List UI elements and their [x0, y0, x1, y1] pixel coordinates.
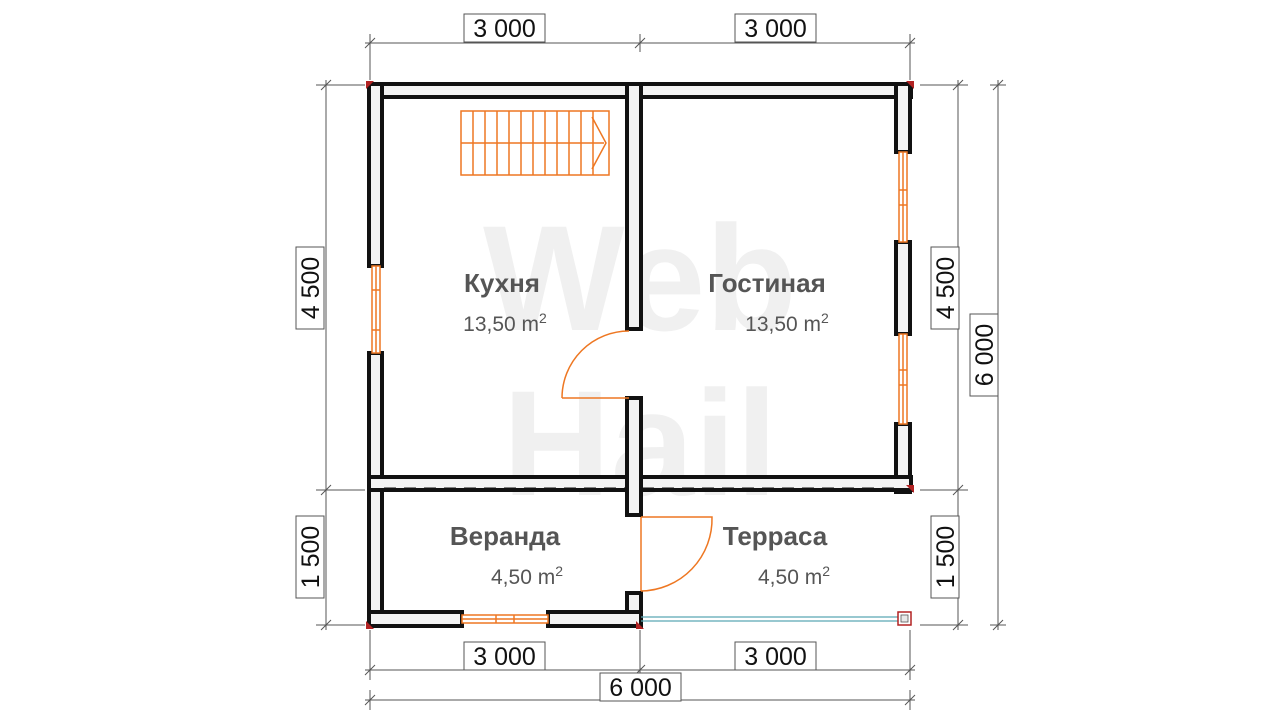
- room-area: 13,50 m2: [463, 310, 547, 336]
- dim-tick: [952, 79, 964, 91]
- room-terrace: Терраса 4,50 m2: [723, 521, 830, 589]
- dim-label-top-left: 3 000: [463, 13, 546, 43]
- room-veranda: Веранда 4,50 m2: [450, 521, 563, 589]
- windows: [371, 151, 908, 624]
- dim-tick: [364, 664, 376, 676]
- corner-markers: [366, 81, 914, 629]
- wall-bottom-right: [546, 610, 643, 628]
- dim-tick: [634, 37, 646, 49]
- dim-label-bottom-left: 3 000: [463, 641, 546, 671]
- svg-text:4 500: 4 500: [297, 257, 325, 320]
- terrace-railing: [641, 611, 912, 626]
- room-name: Гостиная: [708, 268, 826, 298]
- svg-text:1 500: 1 500: [932, 526, 960, 589]
- corner-marker: [906, 81, 914, 89]
- stair-arrow-head: [591, 116, 607, 170]
- svg-text:6 000: 6 000: [971, 324, 999, 387]
- dim-label-left-upper: 4 500: [295, 246, 325, 330]
- dim-label-bottom-total: 6 000: [599, 672, 682, 702]
- window-bottom: [461, 614, 549, 624]
- room-name: Веранда: [450, 521, 561, 551]
- wall-right-top: [894, 82, 912, 154]
- window-right-lower: [898, 333, 908, 425]
- room-living-room: Гостиная 13,50 m2: [708, 268, 829, 336]
- svg-text:3 000: 3 000: [744, 15, 807, 43]
- dim-tick: [992, 79, 1004, 91]
- wall-partition-upper: [625, 82, 643, 331]
- window-right-upper: [898, 151, 908, 243]
- dim-tick: [320, 484, 332, 496]
- svg-text:3 000: 3 000: [473, 15, 536, 43]
- dim-label-top-right: 3 000: [734, 13, 817, 43]
- room-area: 4,50 m2: [491, 563, 563, 589]
- corner-marker: [366, 81, 374, 89]
- wall-partition-lower: [625, 396, 643, 517]
- dim-tick: [320, 619, 332, 631]
- svg-text:1 500: 1 500: [297, 526, 325, 589]
- window-left: [371, 265, 381, 354]
- corner-marker: [636, 621, 644, 629]
- room-name: Терраса: [723, 521, 828, 551]
- wall-bottom-left: [367, 610, 464, 628]
- dim-label-right-upper: 4 500: [930, 246, 960, 330]
- corner-marker: [366, 621, 374, 629]
- dim-label-right-lower: 1 500: [930, 515, 960, 599]
- doors: [561, 330, 713, 592]
- dim-label-left-lower: 1 500: [295, 515, 325, 599]
- room-kitchen: Кухня 13,50 m2: [463, 268, 547, 336]
- dim-tick: [904, 694, 916, 706]
- dim-tick: [952, 619, 964, 631]
- dim-label-bottom-right: 3 000: [734, 641, 817, 671]
- dimension-lines: [316, 34, 1006, 710]
- svg-text:4 500: 4 500: [932, 257, 960, 320]
- svg-text:6 000: 6 000: [609, 674, 672, 702]
- dimension-labels: 3 000 3 000 3 000 3 000 6 000 4 500 1 50…: [295, 13, 999, 702]
- dim-tick: [904, 37, 916, 49]
- door-terrace: [640, 516, 713, 592]
- wall-left-upper: [367, 82, 384, 268]
- staircase: [460, 110, 610, 176]
- room-area: 4,50 m2: [758, 563, 830, 589]
- dim-tick: [952, 484, 964, 496]
- dim-tick: [364, 37, 376, 49]
- dim-tick: [320, 79, 332, 91]
- wall-right-middle: [894, 240, 912, 336]
- room-name: Кухня: [464, 268, 540, 298]
- dim-tick: [364, 694, 376, 706]
- dim-tick: [992, 619, 1004, 631]
- door-kitchen-living: [561, 330, 630, 399]
- dim-tick: [904, 664, 916, 676]
- svg-text:3 000: 3 000: [744, 643, 807, 671]
- room-area: 13,50 m2: [745, 310, 829, 336]
- corner-marker: [906, 485, 914, 493]
- svg-text:3 000: 3 000: [473, 643, 536, 671]
- room-labels: Кухня 13,50 m2 Гостиная 13,50 m2 Веранда…: [450, 268, 830, 589]
- dim-label-right-total: 6 000: [969, 313, 999, 397]
